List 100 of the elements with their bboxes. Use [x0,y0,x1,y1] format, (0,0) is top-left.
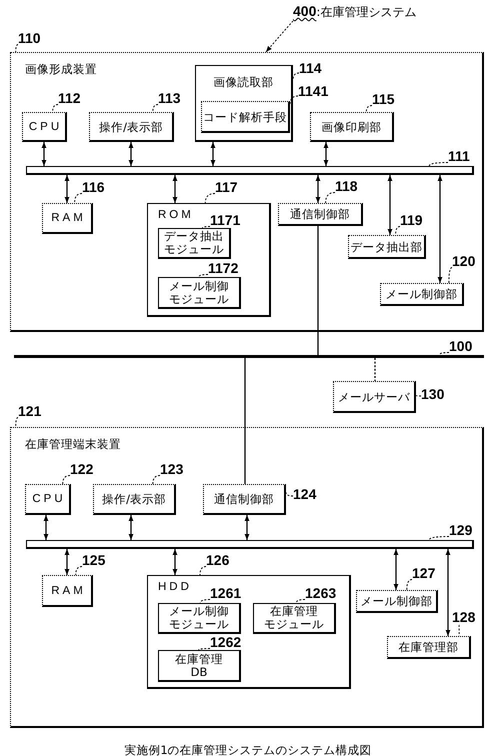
reference-number: 1261 [210,586,242,601]
component-box: 在庫管理部 [387,636,471,659]
reference-number: 110 [18,31,41,46]
network-line [14,355,484,358]
figure-caption: 実施例1の在庫管理システムのシステム構成図 [124,743,372,756]
component-box: 画像印刷部 [310,112,394,142]
double-arrow [128,142,134,166]
reference-number: 100 [449,339,472,354]
device-title: 画像形成装置 [25,62,97,76]
leader-line [416,394,422,396]
module-box: メール制御モジュール [158,603,241,634]
reference-number: 116 [82,180,105,195]
reference-number: 118 [335,179,358,194]
reference-number: 121 [18,404,42,419]
double-arrow [438,175,442,283]
double-arrow [244,515,250,540]
memory-box [147,203,271,317]
reference-number: 1141 [298,84,328,99]
leader-line [366,105,372,112]
leader-line [202,226,210,228]
leader-line [448,267,452,284]
double-arrow [172,549,178,575]
reference-number: 127 [412,566,436,581]
double-arrow [128,515,134,540]
leader-line [204,193,216,204]
component-box: データ抽出部 [348,235,426,259]
reference-number: 113 [158,91,181,106]
component-box: メール制御部 [356,590,438,613]
reference-number: 124 [293,487,316,502]
system-title: 400:在庫管理システム [293,3,416,21]
reference-number: 128 [452,610,476,625]
component-box: 通信制御部 [278,203,363,226]
leader-line [200,566,206,576]
leader-line [198,274,208,278]
reference-number: 111 [448,149,470,164]
leader-line [198,648,210,650]
leader-line [438,352,450,356]
double-arrow [210,142,216,166]
module-box: 在庫管理DB [158,650,241,682]
leader-line [428,162,448,166]
memory-title: HDD [158,580,192,594]
component-box: メールサーバ [333,381,416,413]
double-arrow [316,175,320,203]
device-box [10,427,484,728]
component-box: RAM [42,575,93,607]
reference-number: 123 [160,462,184,477]
module-box: メール制御モジュール [158,277,241,309]
module-box: データ抽出モジュール [158,228,231,259]
double-arrow [64,549,70,575]
bus-bar [26,540,474,549]
double-arrow [324,142,328,166]
double-arrow [42,142,46,166]
double-arrow [64,175,70,203]
component-box: CPU [25,484,71,515]
reference-number: 114 [299,61,322,76]
module-box: 在庫管理モジュール [253,603,336,634]
reference-number: 120 [452,254,476,269]
leader-line [75,566,82,576]
device-title: 在庫管理端末装置 [25,437,121,451]
reference-number: 129 [449,523,472,538]
leader-line [152,475,160,484]
leader-line [325,192,336,204]
double-arrow [44,515,48,540]
component-box: コード解析手段 [201,101,290,133]
leader-line [62,475,70,484]
leader-line [15,417,18,428]
leader-line [428,536,450,540]
leader-line [290,96,298,106]
leader-line [296,599,306,604]
unit-box [195,65,293,142]
reference-number: 115 [372,92,395,107]
double-arrow [446,549,450,636]
connection-line [244,358,246,484]
connection-line [374,358,376,381]
bus-bar [26,166,474,175]
reference-number: 119 [400,213,423,228]
leader-line [15,44,18,52]
reference-number: 126 [206,553,230,568]
reference-number: 112 [58,91,81,106]
component-box: メール制御部 [380,283,464,306]
leader-arrow [266,20,294,52]
component-box: 操作/表示部 [93,484,176,515]
leader-line [458,624,460,636]
leader-line [200,599,210,604]
reference-number: 117 [215,180,238,195]
connection-line [317,226,319,355]
double-arrow [388,175,392,235]
component-box: 通信制御部 [203,484,286,515]
memory-title: ROM [158,208,194,222]
reference-number: 122 [70,462,94,477]
component-box: CPU [22,112,67,142]
component-box: RAM [42,203,93,234]
leader-line [152,104,158,112]
double-arrow [394,549,398,590]
leader-line [74,193,82,204]
reference-number: 1262 [210,635,242,650]
reference-number: 1263 [305,586,336,601]
leader-line [286,492,294,496]
reference-number: 1171 [210,213,240,228]
leader-line [52,104,58,112]
